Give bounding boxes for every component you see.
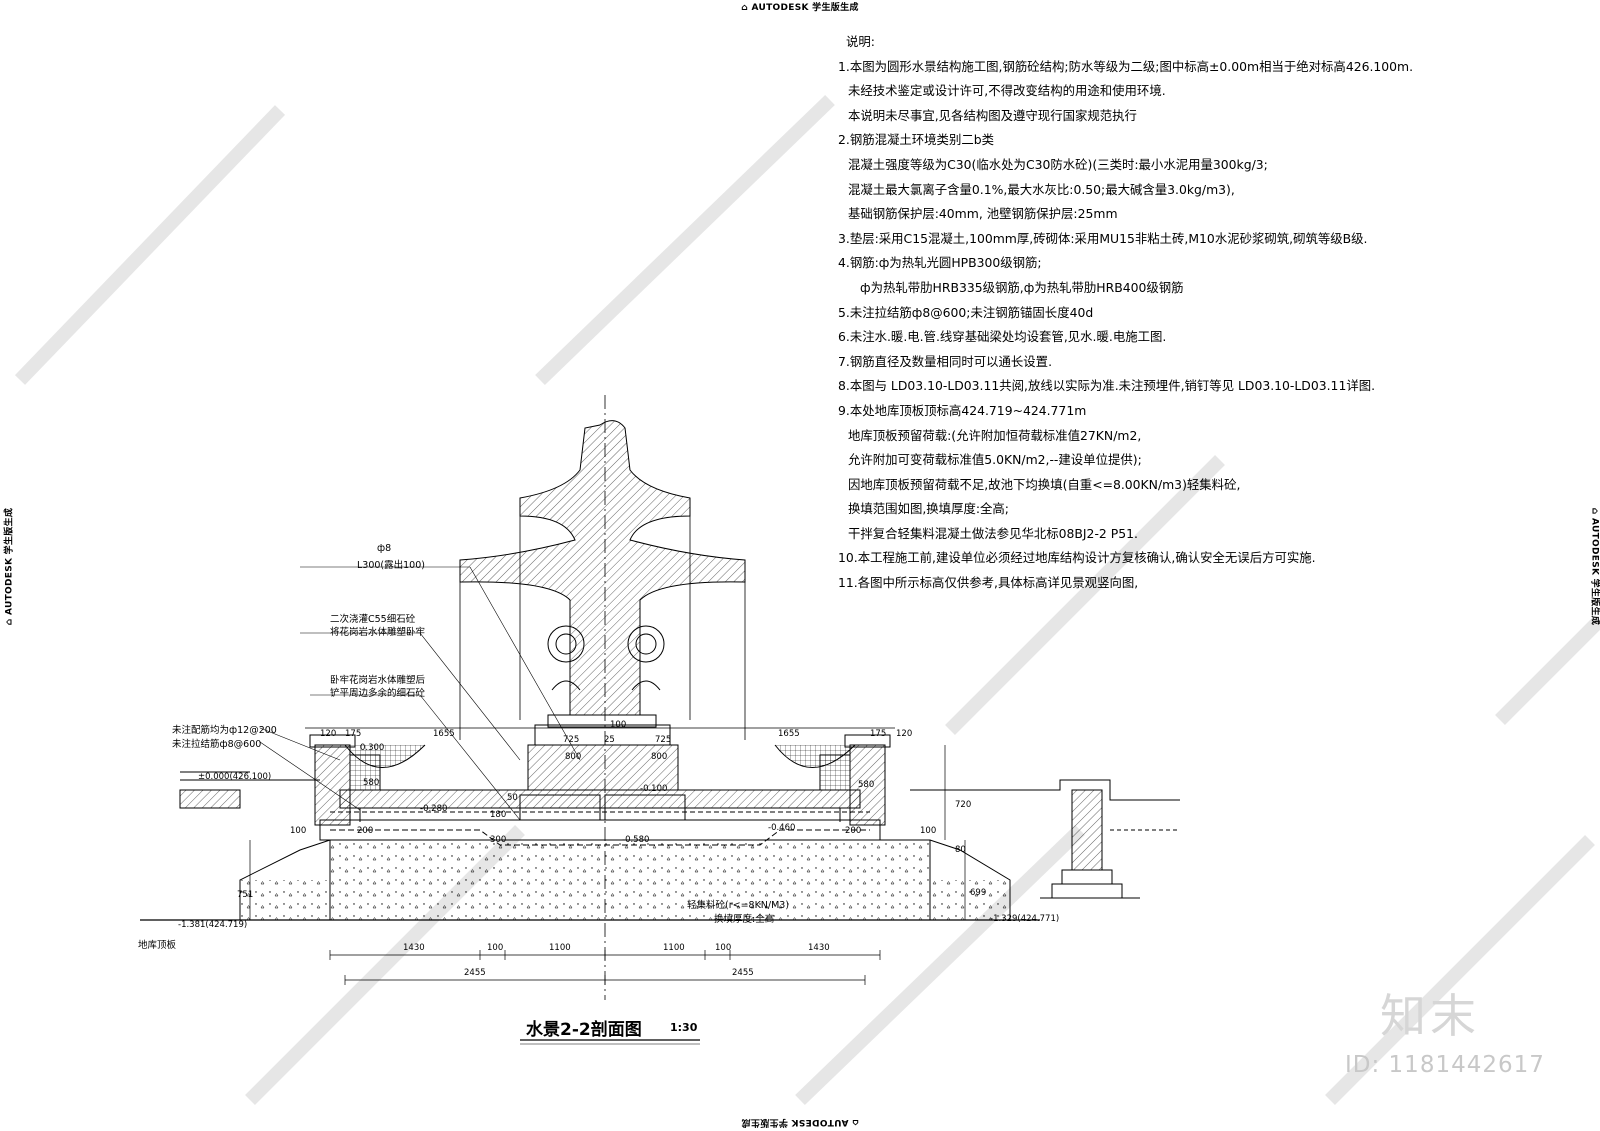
- autodesk-stamp-top: ⌂ AUTODESK 学生版生成: [741, 3, 859, 13]
- note-line: 本说明未尽事宜,见各结构图及遵守现行国家规范执行: [848, 107, 1137, 123]
- note-line: 地库顶板预留荷载:(允许附加恒荷载标准值27KN/m2,: [848, 427, 1142, 443]
- note-line: 允许附加可变荷载标准值5.0KN/m2,--建设单位提供);: [848, 452, 1142, 468]
- note-line: 未经技术鉴定或设计许可,不得改变结构的用途和使用环境.: [848, 83, 1166, 99]
- note-line: 3.垫层:采用C15混凝土,100mm厚,砖砌体:采用MU15非粘土砖,M10水…: [838, 230, 1368, 246]
- dim-100: 100: [290, 826, 307, 836]
- callout-fill-1: 轻集料砼(r<=8KN/M3): [687, 900, 790, 911]
- note-line: ф为热轧带肋HRB335级钢筋,ф为热轧带肋HRB400级钢筋: [860, 279, 1184, 295]
- elevation-028: -0.280: [420, 804, 448, 814]
- dimension-lines: [249, 727, 966, 985]
- elevation-010: -0.100: [640, 784, 668, 794]
- watermark-streaks: [14, 94, 1600, 1106]
- dim-800: 800: [565, 752, 582, 762]
- callout-bars-2: 未注拉结筋ф8@600: [172, 739, 262, 750]
- callout-bars-1: 未注配筋均为ф12@200: [172, 725, 277, 736]
- note-line: 基础钢筋保护层:40mm, 池壁钢筋保护层:25mm: [848, 206, 1118, 222]
- elevation-046: -0.460: [768, 823, 796, 833]
- note-line: 2.钢筋混凝土环境类别二b类: [838, 132, 994, 148]
- watermark-brand: 知末: [1380, 989, 1480, 1043]
- note-line: 混凝土最大氯离子含量0.1%,最大水灰比:0.50;最大碱含量3.0kg/m3)…: [848, 181, 1235, 197]
- dim-200: 200: [357, 826, 374, 836]
- dim-100: 100: [920, 826, 937, 836]
- elevation-right: -1.329(424.771): [990, 914, 1060, 924]
- dim-580: 580: [363, 778, 380, 788]
- elevation-left: -1.381(424.719): [178, 920, 248, 930]
- autodesk-stamp-bottom: ⌂ AUTODESK 学生版生成: [741, 1117, 859, 1127]
- dim-1100: 1100: [549, 943, 571, 953]
- drawing-title: 水景2-2剖面图: [526, 1020, 642, 1040]
- note-line: 5.未注拉结筋ф8@600;未注钢筋锚固长度40d: [838, 304, 1094, 320]
- dim-80: 80: [955, 845, 966, 855]
- foundation: [140, 819, 1040, 921]
- stamp-text: AUTODESK 学生版生成: [741, 1117, 849, 1127]
- dim-2455: 2455: [464, 968, 486, 978]
- note-line: 混凝土强度等级为C30(临水处为C30防水砼)(三类时:最小水泥用量300kg/…: [848, 156, 1268, 172]
- elevation-058: -0.580: [622, 835, 650, 845]
- dim-1655: 1655: [433, 729, 455, 739]
- stamp-text: AUTODESK 学生版生成: [1589, 517, 1600, 626]
- note-line: 1.本图为圆形水景结构施工图,钢筋砼结构;防水等级为二级;图中标高±0.00m相…: [838, 58, 1414, 74]
- callout-rebar: ф8: [377, 543, 392, 554]
- note-line: 换填范围如图,换填厚度:全高;: [848, 501, 1009, 517]
- side-detail: [910, 779, 1180, 899]
- dim-1430: 1430: [808, 943, 830, 953]
- dim-175: 175: [345, 729, 362, 739]
- callout-seat-2: 铲平周边多余的细石砼: [330, 688, 426, 699]
- callout-grout-2: 将花岗岩水体雕塑卧牢: [330, 627, 426, 638]
- note-line: 6.未注水.暖.电.管.线穿基础梁处均设套管,见水.暖.电施工图.: [838, 329, 1167, 345]
- note-line: 4.钢筋:ф为热轧光圆HPB300级钢筋;: [838, 255, 1042, 271]
- design-notes: 说明: 1.本图为圆形水景结构施工图,钢筋砼结构;防水等级为二级;图中标高±0.…: [838, 30, 1438, 596]
- dim-720: 720: [955, 800, 972, 810]
- note-line: 因地库顶板预留荷载不足,故池下均换填(自重<=8.00KN/m3)轻集料砼,: [848, 476, 1241, 492]
- sculpture: [459, 420, 746, 716]
- dim-200: 200: [845, 826, 862, 836]
- dim-1100: 1100: [663, 943, 685, 953]
- basin: [309, 714, 891, 826]
- dim-725: 725: [563, 735, 580, 745]
- elevation-zero: ±0.000(426.100): [198, 772, 272, 782]
- stamp-text: AUTODESK 学生版生成: [751, 3, 859, 13]
- note-line: 干拌复合轻集料混凝土做法参见华北标08BJ2-2 P51.: [848, 525, 1138, 541]
- dim-1655: 1655: [778, 729, 800, 739]
- note-line: 10.本工程施工前,建设单位必须经过地库结构设计方复核确认,确认安全无误后方可实…: [838, 550, 1316, 566]
- leader-lines: [259, 566, 581, 821]
- dim-699: 699: [970, 888, 987, 898]
- dim-175: 175: [870, 729, 887, 739]
- dim-180: 180: [490, 810, 507, 820]
- callout-fill-2: 换填厚度:全高: [714, 914, 775, 925]
- autodesk-stamp-right: ⌂ AUTODESK 学生版生成: [1589, 507, 1600, 626]
- note-line: 7.钢筋直径及数量相同时可以通长设置.: [838, 353, 1053, 369]
- note-line: 11.各图中所示标高仅供参考,具体标高详见景观竖向图,: [838, 575, 1139, 591]
- watermark-id: ID: 1181442617: [1345, 1052, 1545, 1078]
- elevation-030: 0.300: [360, 743, 385, 753]
- dim-120: 120: [320, 729, 337, 739]
- dim-2455: 2455: [732, 968, 754, 978]
- dim-50: 50: [507, 793, 518, 803]
- callout-length: L300(露出100): [357, 560, 425, 571]
- dim-25: 25: [604, 735, 615, 745]
- dim-120: 120: [896, 729, 913, 739]
- stamp-text: AUTODESK 学生版生成: [4, 507, 15, 616]
- autodesk-stamp-left: ⌂ AUTODESK 学生版生成: [4, 507, 15, 626]
- drawing-scale: 1:30: [670, 1021, 698, 1034]
- dim-751: 751: [237, 890, 254, 900]
- callout-grout-1: 二次浇灌C55细石砼: [330, 614, 416, 625]
- note-line: 8.本图与 LD03.10-LD03.11共阅,放线以实际为准.未注预埋件,销钉…: [838, 378, 1376, 394]
- dim-800: 800: [651, 752, 668, 762]
- dim-580: 580: [858, 780, 875, 790]
- grade-left: [179, 771, 320, 809]
- dim-725: 725: [655, 735, 672, 745]
- sculpture-outline: [459, 395, 746, 1000]
- dim-300: 300: [490, 835, 507, 845]
- dim-100: 100: [715, 943, 732, 953]
- callout-roof: 地库顶板: [138, 940, 177, 951]
- callout-seat-1: 卧牢花岗岩水体雕塑后: [330, 675, 426, 686]
- note-line: 9.本处地库顶板顶标高424.719~424.771m: [838, 402, 1087, 418]
- dim-100: 100: [610, 720, 627, 730]
- notes-title: 说明:: [846, 34, 875, 49]
- dim-1430: 1430: [403, 943, 425, 953]
- dim-100: 100: [487, 943, 504, 953]
